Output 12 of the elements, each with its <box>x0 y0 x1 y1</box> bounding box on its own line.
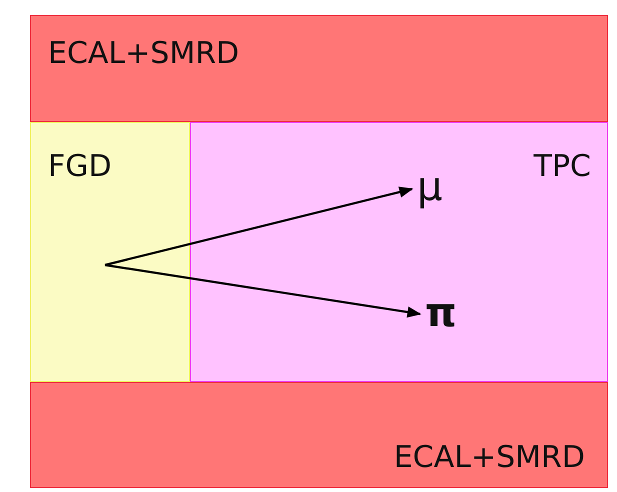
particle-symbol: π <box>425 293 457 333</box>
detector-region <box>30 122 190 382</box>
detector-band <box>30 382 608 488</box>
detector-label: FGD <box>48 149 112 184</box>
detector-label: ECAL+SMRD <box>394 440 585 475</box>
detector-label: TPC <box>534 149 591 184</box>
detector-region <box>190 122 608 382</box>
arrow <box>104 264 422 318</box>
arrow <box>104 186 414 266</box>
particle-symbol: μ <box>417 167 442 207</box>
detector-band <box>30 15 608 122</box>
detector-label: ECAL+SMRD <box>48 36 240 71</box>
